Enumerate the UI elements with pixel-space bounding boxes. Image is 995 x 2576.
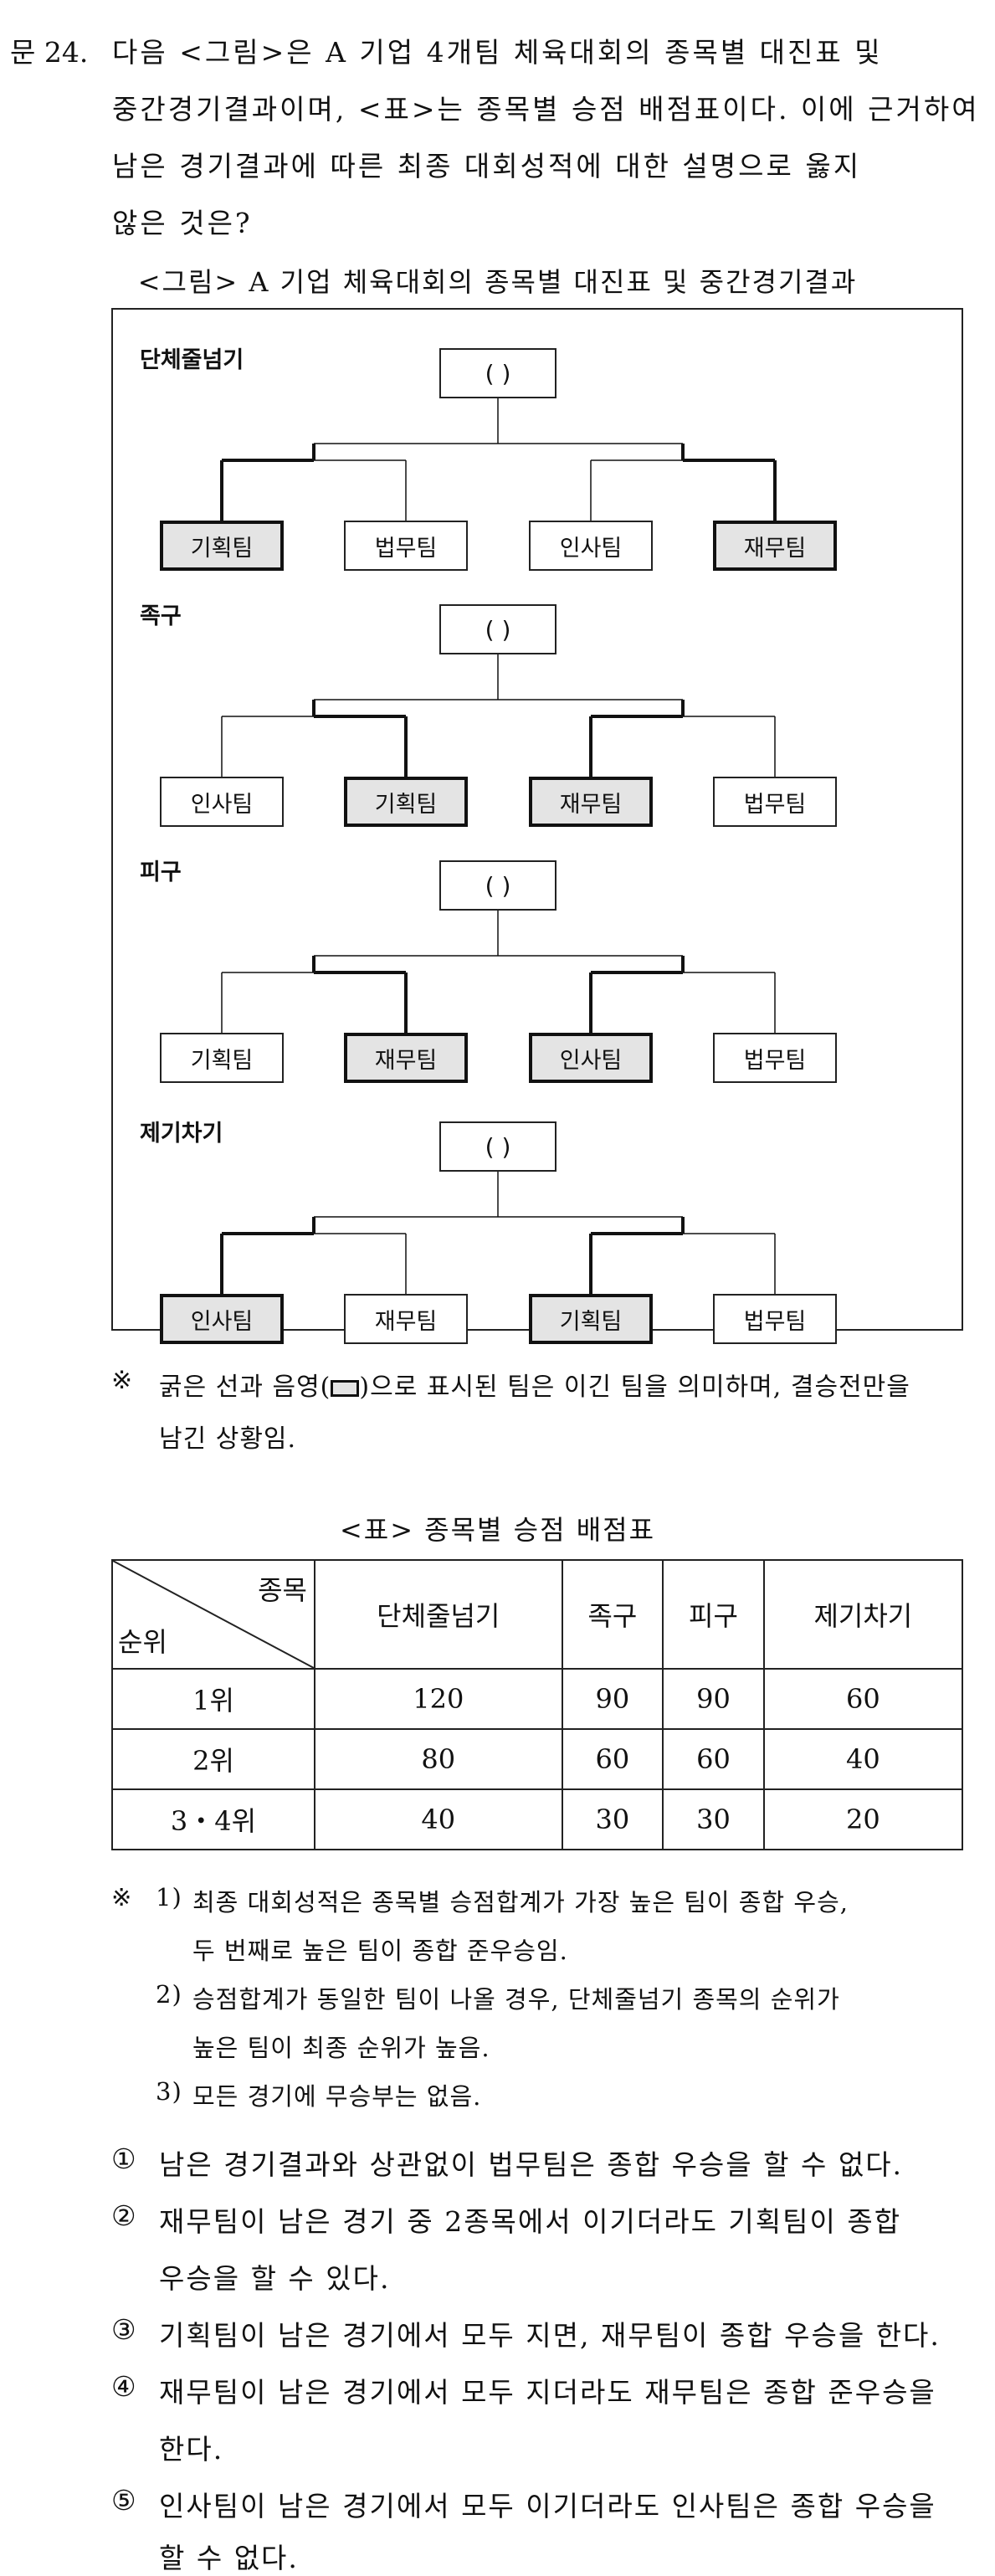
- table-cell: 40: [314, 1788, 563, 1850]
- table-cell: 90: [561, 1668, 664, 1730]
- final-result-box: ( ): [439, 860, 556, 911]
- footnote-3-line-1: 모든 경기에 무승부는 없음.: [192, 2082, 482, 2111]
- shade-box-icon: [331, 1380, 360, 1397]
- question-line-3: 남은 경기결과에 따른 최종 대회성적에 대한 설명으로 옳지: [112, 150, 862, 182]
- team-box: 재무팀: [344, 1033, 468, 1083]
- rank-cell: 1위: [111, 1668, 315, 1730]
- corner-col-label: 종목: [258, 1574, 307, 1606]
- points-table: 종목 순위 단체줄넘기 족구 피구 제기차기 1위 120 90 90 60 2…: [111, 1559, 964, 1850]
- footnote-2-num: 2): [156, 1980, 182, 2009]
- option-2-text-line-1[interactable]: 재무팀이 남은 경기 중 2종목에서 이기더라도 기획팀이 종합: [159, 2205, 902, 2238]
- table-header: 단체줄넘기: [314, 1559, 563, 1670]
- question-number: 문 24.: [10, 36, 89, 69]
- sport-label: 제기차기: [140, 1121, 223, 1147]
- team-box: 기획팀: [529, 1294, 653, 1344]
- table-cell: 30: [561, 1788, 664, 1850]
- table-row: 1위 120 90 90 60: [111, 1668, 964, 1730]
- option-4-num[interactable]: ④: [111, 2370, 138, 2403]
- option-2-text-line-2[interactable]: 우승을 할 수 있다.: [159, 2262, 391, 2295]
- table-cell: 120: [314, 1668, 563, 1730]
- figure-note-text-b: )으로 표시된 팀은 이긴 팀을 의미하며, 결승전만을: [359, 1373, 910, 1402]
- question-line-2: 중간경기결과이며, <표>는 종목별 승점 배점표이다. 이에 근거하여: [112, 93, 980, 126]
- team-box: 인사팀: [160, 777, 284, 827]
- option-4-text-line-1[interactable]: 재무팀이 남은 경기에서 모두 지더라도 재무팀은 종합 준우승을: [159, 2376, 936, 2409]
- table-row: 3・4위 40 30 30 20: [111, 1788, 964, 1850]
- final-result-box: ( ): [439, 1121, 556, 1172]
- team-box: 인사팀: [160, 1294, 284, 1344]
- team-box: 법무팀: [713, 1033, 837, 1083]
- figure-note-line-2: 남긴 상황임.: [159, 1424, 297, 1454]
- figure-note-mark: ※: [111, 1366, 134, 1395]
- option-1-num[interactable]: ①: [111, 2142, 138, 2175]
- corner-diagonal: [113, 1561, 314, 1668]
- team-box: 재무팀: [344, 1294, 468, 1344]
- option-1-text[interactable]: 남은 경기결과와 상관없이 법무팀은 종합 우승을 할 수 없다.: [159, 2148, 904, 2181]
- option-3-num[interactable]: ③: [111, 2313, 138, 2346]
- option-4-text-line-2[interactable]: 한다.: [159, 2433, 224, 2466]
- table-title: <표> 종목별 승점 배점표: [339, 1514, 656, 1546]
- table-header: 제기차기: [762, 1559, 964, 1670]
- final-result-box: ( ): [439, 348, 556, 398]
- figure-note-line-1: 굵은 선과 음영( )으로 표시된 팀은 이긴 팀을 의미하며, 결승전만을: [159, 1366, 910, 1403]
- option-5-num[interactable]: ⑤: [111, 2484, 138, 2517]
- team-box: 법무팀: [713, 777, 837, 827]
- sport-label: 피구: [140, 860, 182, 885]
- final-result-box: ( ): [439, 604, 556, 654]
- table-cell: 20: [762, 1788, 964, 1850]
- table-cell: 60: [762, 1668, 964, 1730]
- table-corner-cell: 종목 순위: [111, 1559, 315, 1670]
- team-box: 기획팀: [344, 777, 468, 827]
- table-cell: 40: [762, 1728, 964, 1790]
- team-box: 법무팀: [713, 1294, 837, 1344]
- option-3-text[interactable]: 기획팀이 남은 경기에서 모두 지면, 재무팀이 종합 우승을 한다.: [159, 2319, 941, 2352]
- team-box: 기획팀: [160, 1033, 284, 1083]
- team-box: 인사팀: [529, 521, 653, 571]
- bracket-lines: [220, 398, 777, 1294]
- option-5-text-line-1[interactable]: 인사팀이 남은 경기에서 모두 이기더라도 인사팀은 종합 우승을: [159, 2490, 936, 2522]
- sport-label: 단체줄넘기: [140, 347, 244, 373]
- team-box: 재무팀: [713, 521, 837, 571]
- footnote-mark: ※: [111, 1883, 133, 1911]
- footnote-2-line-1: 승점합계가 동일한 팀이 나올 경우, 단체줄넘기 종목의 순위가: [192, 1985, 840, 2014]
- table-row: 2위 80 60 60 40: [111, 1728, 964, 1790]
- figure-title: <그림> A 기업 체육대회의 종목별 대진표 및 중간경기결과: [137, 266, 858, 298]
- footnote-1-num: 1): [156, 1883, 182, 1911]
- table-cell: 90: [662, 1668, 765, 1730]
- team-box: 재무팀: [529, 777, 653, 827]
- footnote-3-num: 3): [156, 2077, 182, 2106]
- question-line-4: 않은 것은?: [112, 207, 253, 239]
- table-cell: 80: [314, 1728, 563, 1790]
- footnote-1-line-2: 두 번째로 높은 팀이 종합 준우승임.: [192, 1937, 568, 1965]
- table-cell: 30: [662, 1788, 765, 1850]
- team-box: 법무팀: [344, 521, 468, 571]
- rank-cell: 2위: [111, 1728, 315, 1790]
- footnote-2-line-2: 높은 팀이 최종 순위가 높음.: [192, 2034, 490, 2062]
- table-cell: 60: [561, 1728, 664, 1790]
- footnote-1-line-1: 최종 대회성적은 종목별 승점합계가 가장 높은 팀이 종합 우승,: [192, 1888, 849, 1917]
- corner-row-label: 순위: [118, 1626, 167, 1658]
- team-box: 인사팀: [529, 1033, 653, 1083]
- option-5-text-line-2[interactable]: 할 수 없다.: [159, 2542, 299, 2574]
- figure-note-text-a: 굵은 선과 음영(: [159, 1373, 331, 1402]
- table-header-row: 종목 순위 단체줄넘기 족구 피구 제기차기: [111, 1559, 964, 1670]
- table-header: 피구: [662, 1559, 765, 1670]
- table-header: 족구: [561, 1559, 664, 1670]
- option-2-num[interactable]: ②: [111, 2199, 138, 2232]
- question-line-1: 다음 <그림>은 A 기업 4개팀 체육대회의 종목별 대진표 및: [112, 36, 883, 69]
- sport-label: 족구: [140, 603, 182, 629]
- table-cell: 60: [662, 1728, 765, 1790]
- team-box: 기획팀: [160, 521, 284, 571]
- rank-cell: 3・4위: [111, 1788, 315, 1850]
